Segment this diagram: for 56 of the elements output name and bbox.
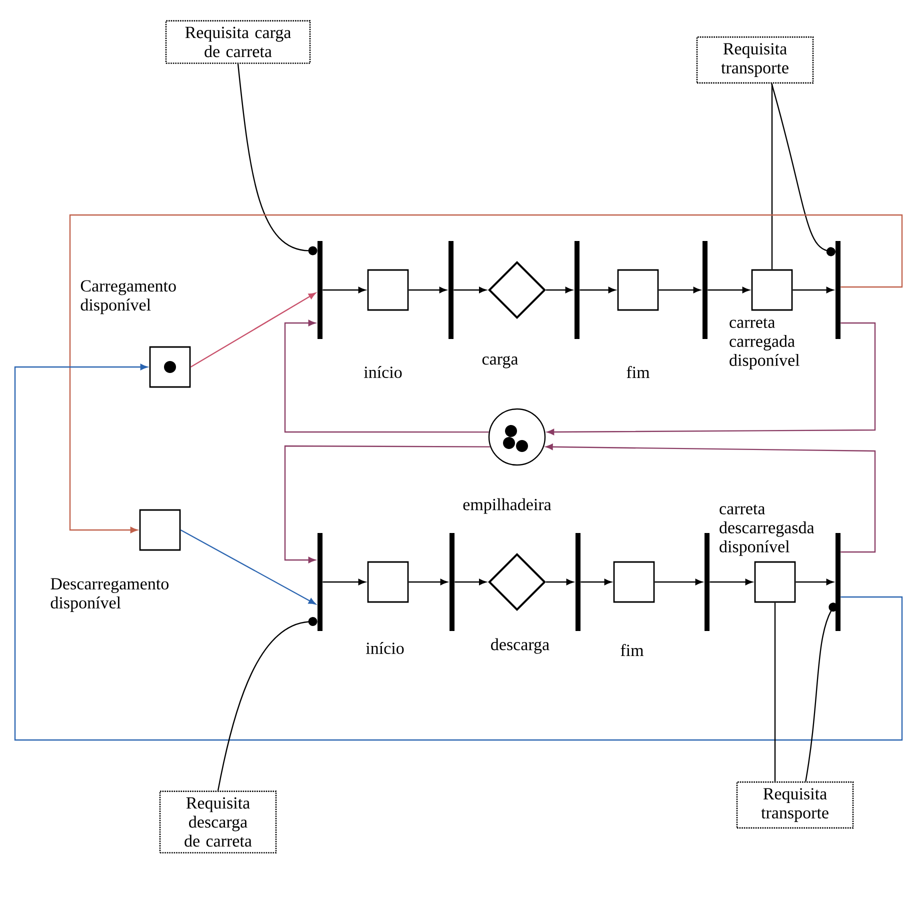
connector-line [771, 84, 773, 270]
arrow [69, 214, 903, 534]
dot-ended-line [771, 83, 836, 256]
arrow [654, 578, 703, 586]
arrow [658, 286, 701, 294]
arrow [322, 578, 366, 586]
place-box [149, 346, 191, 388]
arrow [546, 444, 876, 553]
arrow [408, 286, 447, 294]
place-label: Carregamento disponível [80, 280, 176, 314]
place-box [367, 269, 409, 311]
arrow [546, 322, 876, 436]
request-box: Requisita carga de carreta [165, 20, 311, 64]
place-box [367, 561, 409, 603]
dot-ended-line [237, 64, 318, 256]
arrow [322, 286, 366, 294]
arrow [710, 578, 753, 586]
arrow [792, 286, 834, 294]
arrow [180, 529, 316, 604]
arrow [546, 578, 574, 586]
connector-line [774, 602, 776, 782]
place-box [751, 269, 793, 311]
place-label: empilhadeira [463, 498, 552, 514]
place-label: carga [482, 356, 518, 368]
arrow [580, 578, 612, 586]
place-label: carreta carregada disponível [730, 318, 800, 370]
arrow [14, 364, 903, 741]
place-box [617, 269, 659, 311]
arrow [796, 578, 834, 586]
arrow [454, 286, 486, 294]
arrow [708, 286, 750, 294]
place-label: Descarregamento disponível [50, 578, 168, 612]
place-box [754, 561, 796, 603]
request-box: Requisita descarga de carreta [159, 790, 277, 854]
place-label: fim [626, 366, 650, 378]
request-box: Requisita transporte [696, 36, 814, 84]
place-box [613, 561, 655, 603]
dot-ended-line [805, 602, 838, 782]
arrow [546, 286, 573, 294]
arrow [408, 578, 448, 586]
dot-ended-line [217, 617, 318, 791]
arrow [284, 445, 490, 564]
place-label: início [364, 366, 402, 378]
request-box: Requisita transporte [736, 781, 854, 829]
place-box [139, 509, 181, 551]
arrow [190, 292, 316, 368]
place-label: início [366, 642, 404, 654]
place-label: fim [620, 644, 644, 656]
arrow [284, 320, 489, 433]
arrow [580, 286, 616, 294]
place-circle [488, 408, 546, 466]
place-label: carreta descarregasda disponível [720, 504, 814, 556]
arrow [454, 578, 486, 586]
place-diamond [488, 261, 546, 319]
place-diamond [488, 553, 546, 611]
place-label: descarga [491, 638, 550, 654]
